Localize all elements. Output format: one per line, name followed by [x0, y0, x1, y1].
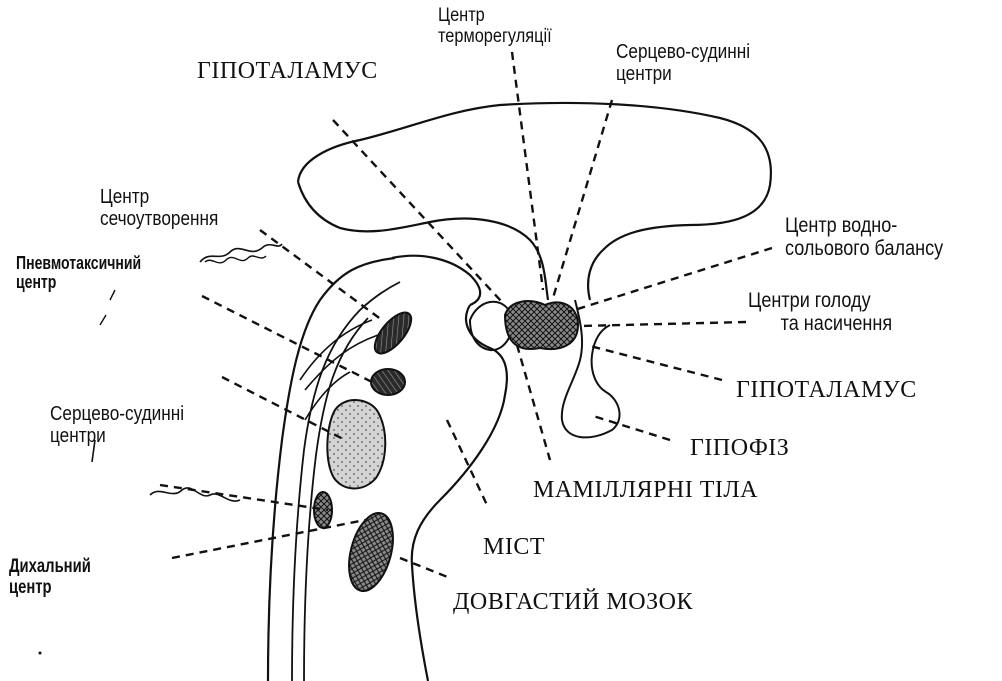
leader-pneumotaxic — [202, 296, 372, 382]
hypothalamus-nucleus — [505, 301, 578, 349]
cardio-nucleus — [327, 400, 385, 488]
label-mammillary-bodies: МАМІЛЛЯРНІ ТІЛА — [533, 478, 758, 504]
label-water-salt-center: Центр водно- сольового балансу — [785, 215, 943, 260]
leader-medulla — [400, 558, 450, 578]
leader-mammillary — [517, 345, 550, 460]
leader-water-salt — [568, 248, 772, 312]
leader-pituitary — [590, 415, 670, 440]
label-pneumotaxic-center: Пневмотаксичний центр — [16, 254, 141, 293]
stray-dot — [39, 652, 42, 655]
label-thermo-center: Центр терморегуляції — [438, 6, 552, 47]
leader-urination — [260, 230, 382, 320]
label-hypothalamus-right: ГІПОТАЛАМУС — [736, 378, 917, 404]
label-cardio-center-left: Серцево-судинні центри — [50, 404, 184, 447]
pneumotaxic-wave — [205, 256, 266, 263]
medulla-nucleus — [341, 508, 400, 596]
leader-hunger — [580, 322, 746, 326]
label-cardio-center-top: Серцево-судинні центри — [616, 42, 750, 85]
leader-hypothalamus-right — [590, 346, 722, 380]
label-urination-center: Центр сечоутворення — [100, 187, 218, 230]
stray-mark — [100, 290, 115, 325]
small-nucleus — [371, 369, 405, 395]
small-lower-nucleus — [314, 492, 332, 528]
label-medulla: ДОВГАСТИЙ МОЗОК — [453, 590, 693, 616]
leader-pons — [447, 420, 487, 505]
label-hypothalamus-top: ГІПОТАЛАМУС — [197, 59, 378, 85]
label-pons: МІСТ — [483, 535, 545, 561]
leader-respiratory-lower — [172, 520, 365, 558]
leader-cardio-top — [553, 100, 612, 298]
cerebellum-outline — [200, 244, 282, 262]
leader-hypothalamus-top — [333, 120, 502, 302]
label-pituitary: ГІПОФІЗ — [690, 436, 789, 462]
label-respiratory-center: Дихальний центр — [9, 557, 91, 598]
label-hunger-satiety: Центри голоду та насичення — [748, 290, 892, 335]
brainstem-front-outline — [412, 305, 507, 681]
